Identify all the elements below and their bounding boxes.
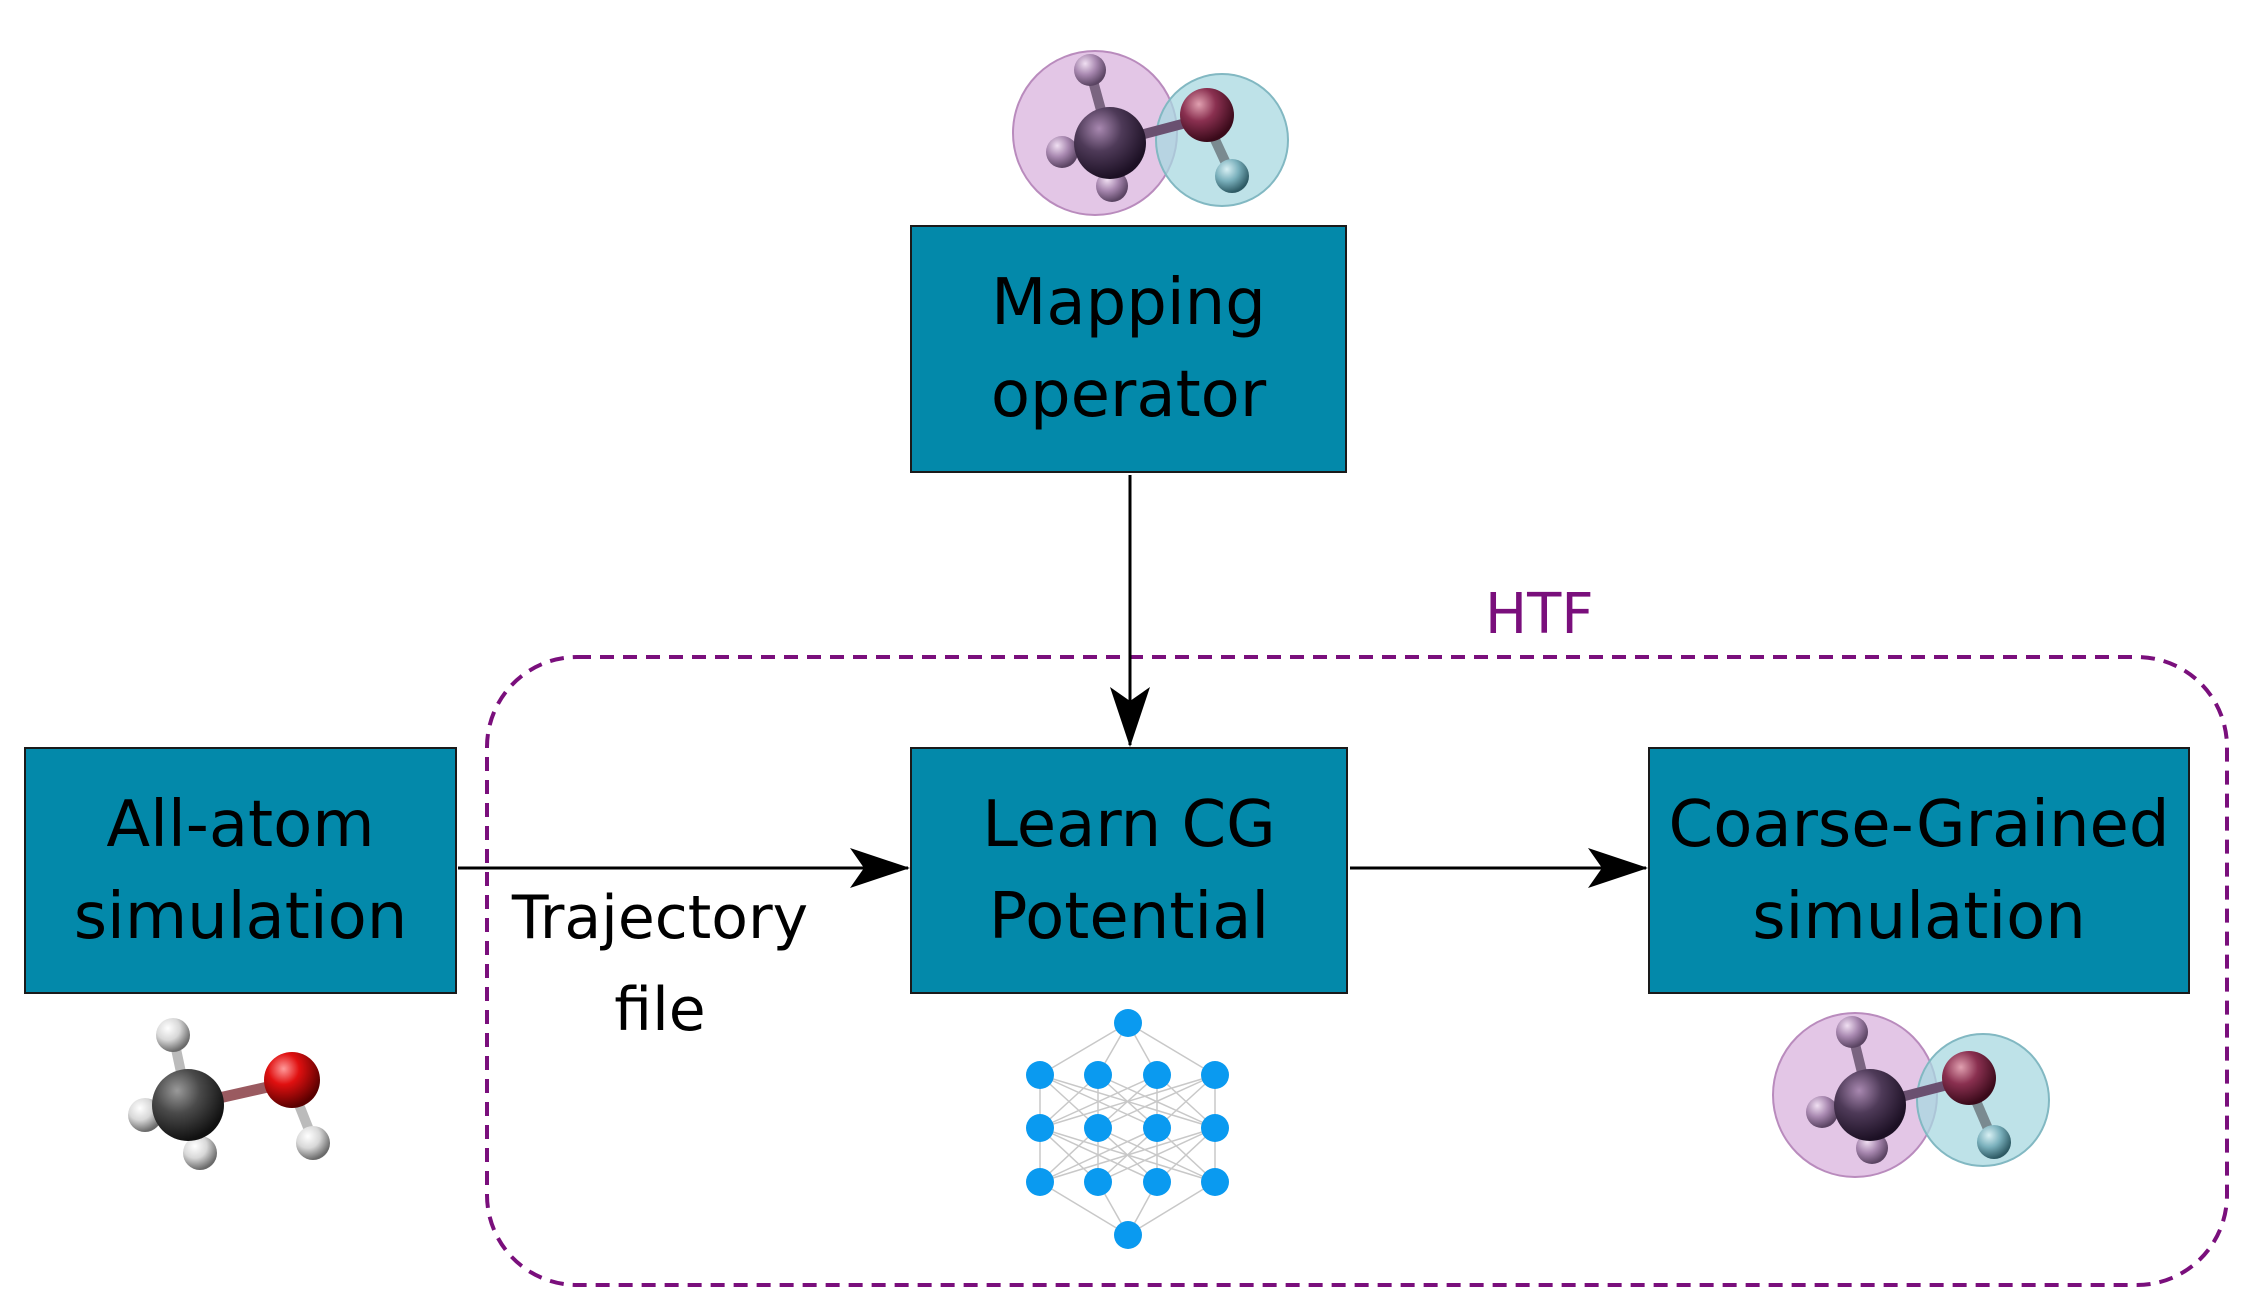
network-node — [1084, 1168, 1112, 1196]
network-node — [1201, 1168, 1229, 1196]
network-node — [1143, 1061, 1171, 1089]
trajectory-label-line1: Trajectory — [511, 883, 809, 953]
neural-network-icon — [1026, 1009, 1229, 1249]
learn-cg-line1: Learn CG — [982, 787, 1276, 862]
network-node — [1143, 1168, 1171, 1196]
network-node — [1201, 1114, 1229, 1142]
network-node — [1084, 1061, 1112, 1089]
mapping-operator-line2: operator — [990, 358, 1267, 432]
network-edge — [1097, 1074, 1216, 1129]
network-edge — [1127, 1181, 1216, 1236]
network-edge — [1039, 1127, 1158, 1183]
coarse-grained-line2: simulation — [1752, 879, 2086, 954]
network-edge — [1097, 1127, 1216, 1183]
all-atom-line1: All-atom — [106, 787, 375, 862]
network-node — [1114, 1009, 1142, 1037]
coarse-grained-simulation-box: Coarse-Grained simulation — [1648, 747, 2190, 994]
network-node — [1026, 1168, 1054, 1196]
cg-molecule-bottom-icon — [1772, 1012, 2050, 1178]
htf-boundary — [485, 655, 2229, 1287]
network-edge — [1039, 1074, 1216, 1129]
trajectory-file-label: Trajectory file — [500, 872, 820, 1056]
cg-mapping-molecule-top-icon — [1012, 50, 1289, 216]
trajectory-label-line2: file — [614, 975, 706, 1045]
network-node — [1201, 1061, 1229, 1089]
learn-cg-line2: Potential — [988, 879, 1270, 954]
coarse-grained-line1: Coarse-Grained — [1668, 787, 2170, 862]
learn-cg-potential-box: Learn CG Potential — [910, 747, 1348, 994]
mapping-operator-box: Mapping operator — [910, 225, 1347, 473]
network-edge — [1127, 1022, 1216, 1076]
mapping-operator-line1: Mapping — [991, 266, 1266, 340]
methanol-all-atom-icon — [128, 1018, 330, 1170]
network-node — [1114, 1221, 1142, 1249]
network-edge — [1039, 1127, 1216, 1183]
all-atom-simulation-box: All-atom simulation — [24, 747, 457, 994]
network-edge — [1039, 1181, 1129, 1236]
htf-label: HTF — [1485, 582, 1594, 647]
network-node — [1026, 1061, 1054, 1089]
all-atom-line2: simulation — [73, 879, 408, 954]
network-node — [1143, 1114, 1171, 1142]
network-node — [1026, 1114, 1054, 1142]
network-node — [1084, 1114, 1112, 1142]
network-edge — [1039, 1022, 1129, 1076]
network-edge — [1039, 1074, 1158, 1129]
